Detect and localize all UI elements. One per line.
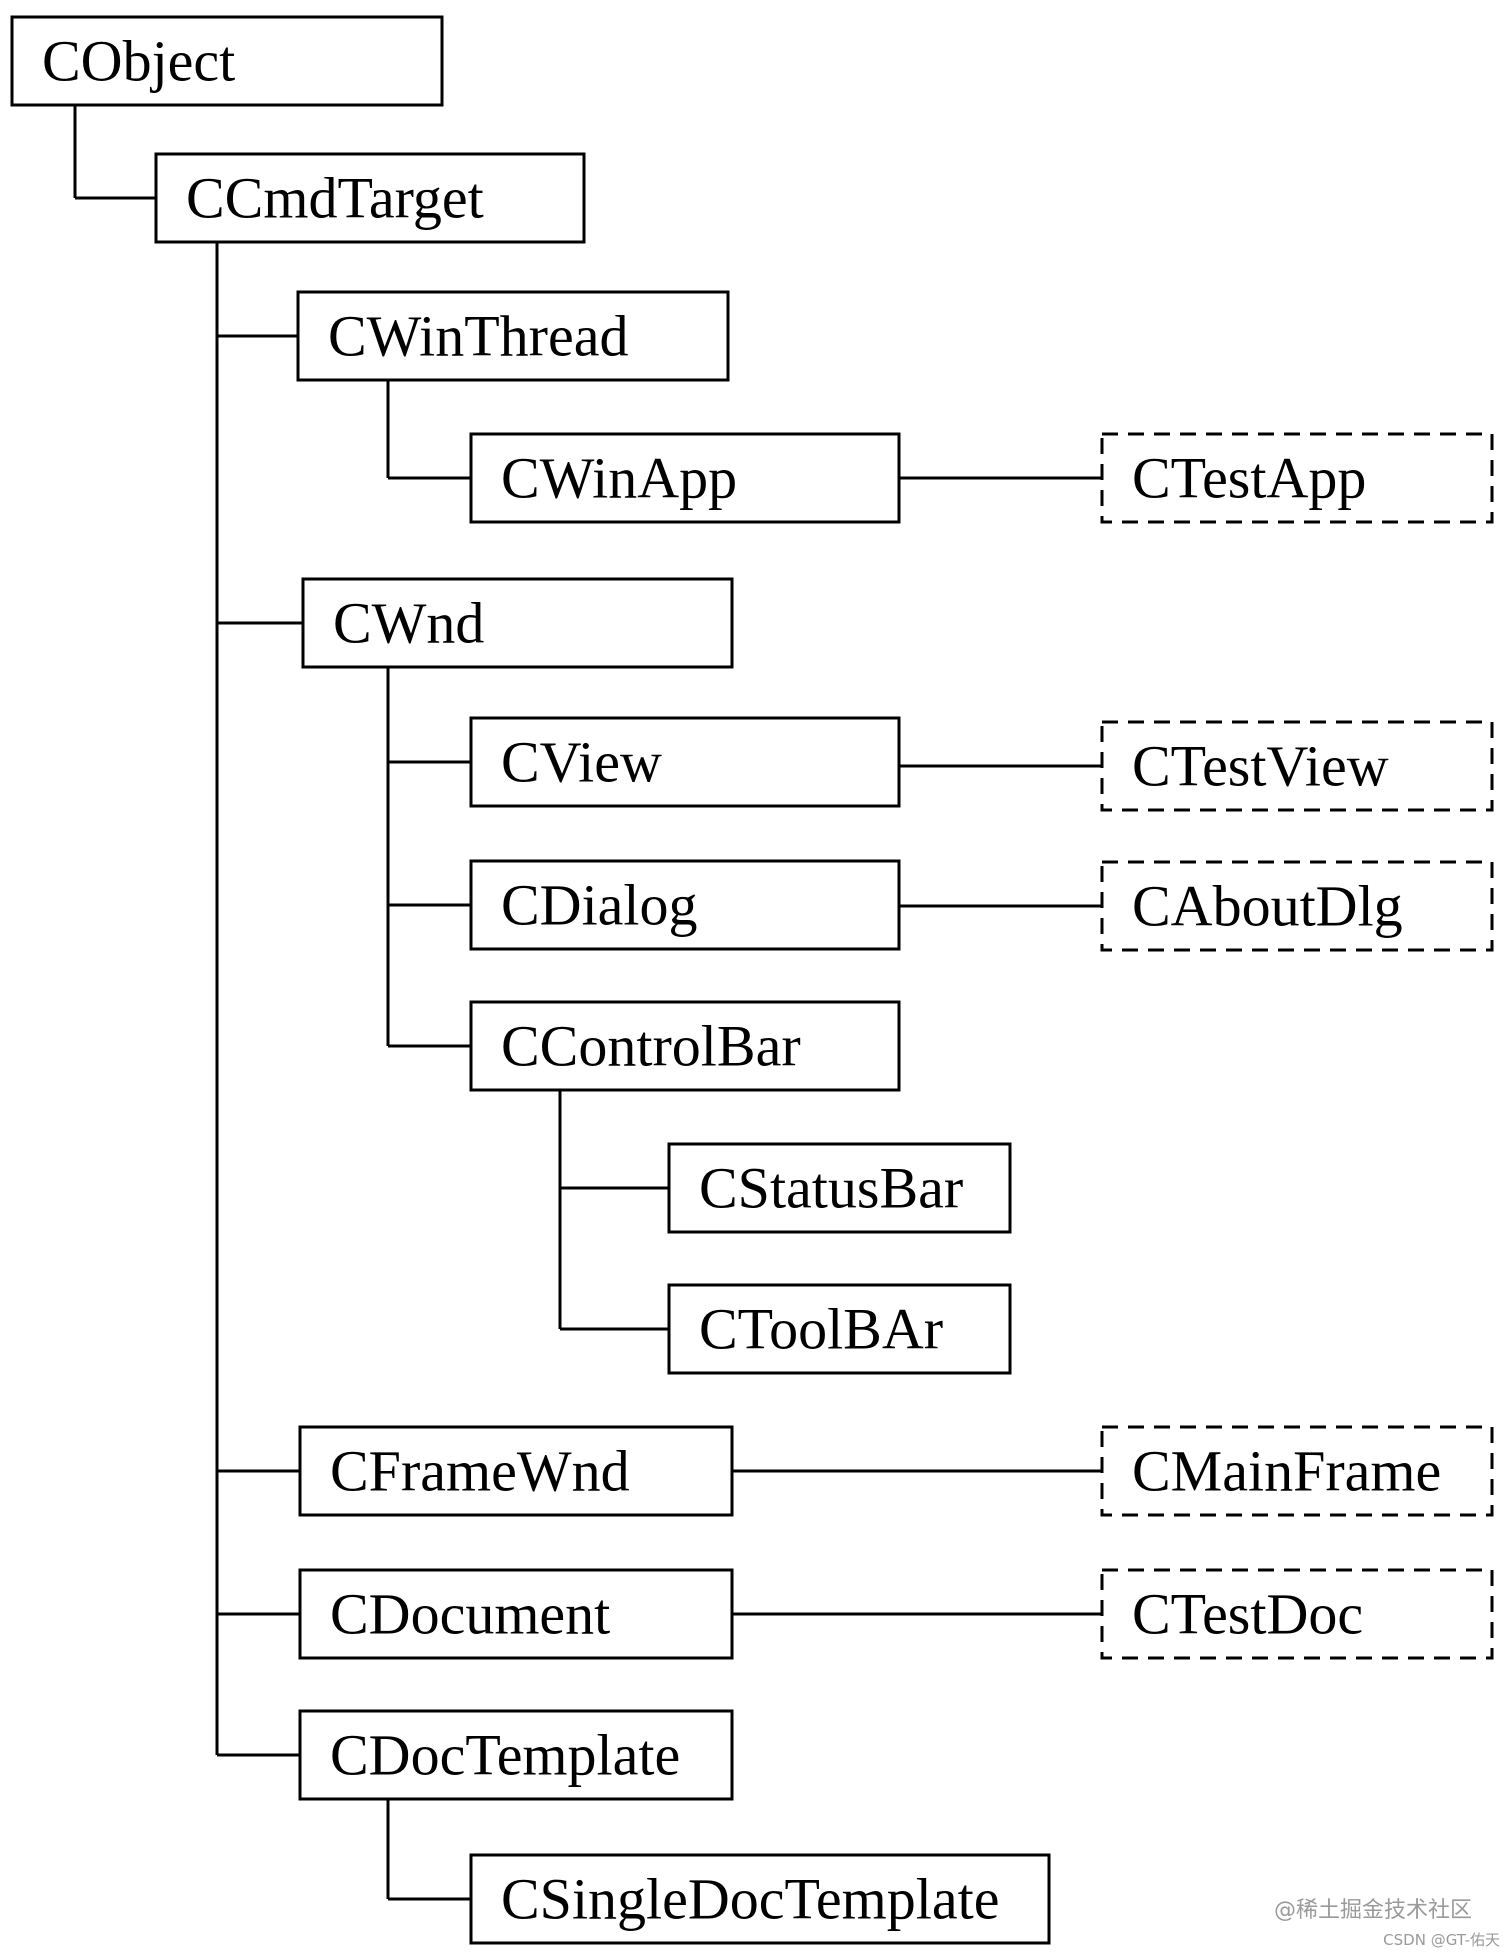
class-box-frame: [1100, 860, 1494, 952]
class-box-frame: [667, 1283, 1012, 1375]
class-box-frame: [469, 1853, 1051, 1945]
class-box-frame: [469, 859, 901, 951]
class-box-frame: [296, 290, 730, 382]
class-box-cview: CView: [469, 716, 901, 808]
watermark-juejin: @稀土掘金技术社区: [1273, 1898, 1472, 1923]
class-label-cwnd: CWnd: [333, 591, 484, 656]
class-label-ctestapp: CTestApp: [1132, 446, 1366, 511]
class-label-ccontrolbar: CControlBar: [501, 1014, 801, 1079]
class-label-ctestview: CTestView: [1132, 734, 1389, 799]
class-label-cview: CView: [501, 730, 662, 795]
class-box-cdocument: CDocument: [298, 1568, 734, 1660]
class-label-ctestdoc: CTestDoc: [1132, 1582, 1363, 1647]
class-box-frame: [1100, 720, 1494, 812]
class-label-caboutdlg: CAboutDlg: [1132, 874, 1403, 939]
class-box-cmainframe: CMainFrame: [1100, 1425, 1494, 1517]
class-box-frame: [469, 432, 901, 524]
class-box-frame: [298, 1568, 734, 1660]
class-label-cobject: CObject: [42, 29, 235, 94]
class-box-frame: [1100, 1568, 1494, 1660]
class-box-csingledoctemplate: CSingleDocTemplate: [469, 1853, 1051, 1945]
class-box-ctoolbar: CToolBAr: [667, 1283, 1012, 1375]
class-box-cwinapp: CWinApp: [469, 432, 901, 524]
class-box-cwinthread: CWinThread: [296, 290, 730, 382]
class-label-cdocument: CDocument: [330, 1582, 610, 1647]
class-box-cdoctemplate: CDocTemplate: [298, 1709, 734, 1801]
class-box-cstatusbar: CStatusBar: [667, 1142, 1012, 1234]
connector-layer: [73, 105, 1102, 1901]
class-label-csingledoctemplate: CSingleDocTemplate: [501, 1867, 1000, 1932]
class-box-frame: [298, 1709, 734, 1801]
class-box-cframewnd: CFrameWnd: [298, 1425, 734, 1517]
class-box-ctestdoc: CTestDoc: [1100, 1568, 1494, 1660]
class-box-frame: [469, 716, 901, 808]
class-box-frame: [154, 152, 586, 244]
watermark-csdn: CSDN @GT-佑天: [1383, 1931, 1500, 1949]
class-label-cdoctemplate: CDocTemplate: [330, 1723, 680, 1788]
class-box-cobject: CObject: [10, 15, 444, 107]
class-box-frame: [10, 15, 444, 107]
class-label-cmainframe: CMainFrame: [1132, 1439, 1441, 1504]
class-box-frame: [469, 1000, 901, 1092]
class-box-frame: [1100, 1425, 1494, 1517]
class-box-ccmdtarget: CCmdTarget: [154, 152, 586, 244]
class-label-cstatusbar: CStatusBar: [699, 1156, 963, 1221]
class-box-frame: [298, 1425, 734, 1517]
class-box-ctestview: CTestView: [1100, 720, 1494, 812]
class-label-cwinapp: CWinApp: [501, 446, 737, 511]
class-box-ctestapp: CTestApp: [1100, 432, 1494, 524]
class-box-frame: [1100, 432, 1494, 524]
class-label-ccmdtarget: CCmdTarget: [186, 166, 484, 231]
class-box-frame: [301, 577, 734, 669]
class-box-frame: [667, 1142, 1012, 1234]
class-box-ccontrolbar: CControlBar: [469, 1000, 901, 1092]
class-label-cframewnd: CFrameWnd: [330, 1439, 630, 1504]
class-box-cwnd: CWnd: [301, 577, 734, 669]
class-box-cdialog: CDialog: [469, 859, 901, 951]
class-box-caboutdlg: CAboutDlg: [1100, 860, 1494, 952]
class-label-ctoolbar: CToolBAr: [699, 1297, 943, 1362]
class-label-cwinthread: CWinThread: [328, 304, 628, 369]
class-label-cdialog: CDialog: [501, 873, 698, 938]
